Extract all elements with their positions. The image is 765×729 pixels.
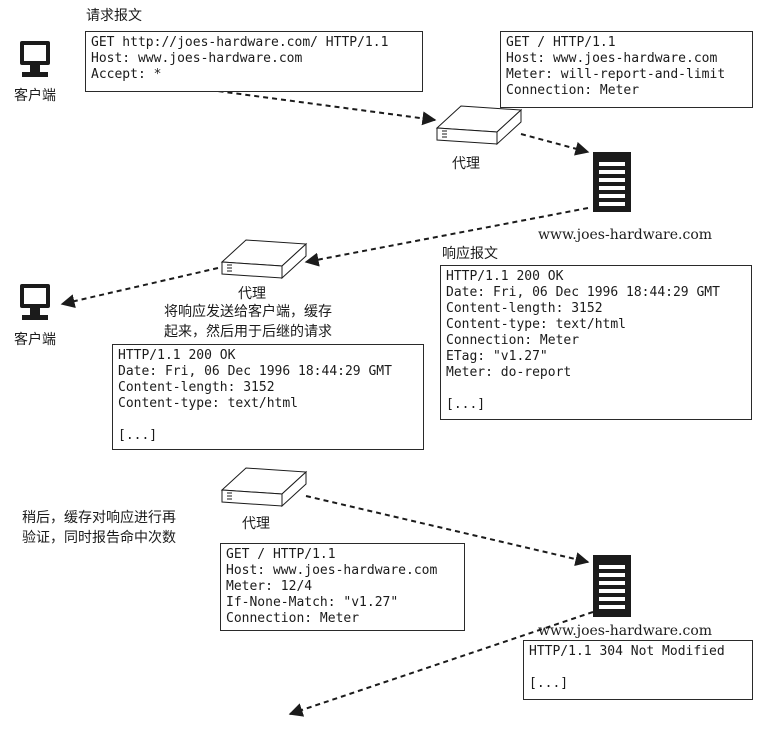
revalidate-note-line-2: 验证，同时报告命中次数 bbox=[22, 530, 176, 546]
flow-arrow-server-to-proxy bbox=[304, 207, 589, 267]
client-computer-icon bbox=[20, 41, 50, 77]
message-line: GET / HTTP/1.1 bbox=[226, 547, 336, 562]
client-label: 客户端 bbox=[14, 88, 56, 104]
cache-note-line-1: 将响应发送给客户端，缓存 bbox=[164, 304, 332, 320]
client-response-message: HTTP/1.1 200 OK Date: Fri, 06 Dec 1996 1… bbox=[112, 344, 424, 450]
proxy-device-icon bbox=[220, 467, 308, 508]
proxy-label: 代理 bbox=[238, 286, 266, 302]
web-server-icon bbox=[593, 555, 631, 617]
message-line: Date: Fri, 06 Dec 1996 18:44:29 GMT bbox=[446, 285, 720, 300]
message-line: If-None-Match: "v1.27" bbox=[226, 595, 399, 610]
message-line: [...] bbox=[529, 676, 569, 691]
message-line: HTTP/1.1 304 Not Modified bbox=[529, 644, 725, 659]
message-line: [...] bbox=[446, 397, 486, 412]
server-hostname-label: www.joes-hardware.com bbox=[538, 623, 713, 639]
flow-arrow-proxy-to-server-revalidate bbox=[305, 495, 590, 566]
request-message-title: 请求报文 bbox=[86, 8, 142, 24]
message-line: GET / HTTP/1.1 bbox=[506, 35, 616, 50]
message-line: [...] bbox=[118, 428, 158, 443]
message-line: GET http://joes-hardware.com/ HTTP/1.1 bbox=[91, 35, 389, 50]
proxy-request-message: GET / HTTP/1.1 Host: www.joes-hardware.c… bbox=[500, 31, 753, 108]
message-line: Connection: Meter bbox=[446, 333, 580, 348]
message-line: Accept: * bbox=[91, 67, 162, 82]
message-line: ETag: "v1.27" bbox=[446, 349, 548, 364]
response-message-title: 响应报文 bbox=[442, 246, 498, 262]
proxy-device-icon bbox=[435, 105, 523, 146]
revalidate-note-line-1: 稍后，缓存对响应进行再 bbox=[22, 510, 176, 526]
web-server-icon bbox=[593, 152, 631, 212]
message-line: Host: www.joes-hardware.com bbox=[226, 563, 438, 578]
message-line: Content-length: 3152 bbox=[446, 301, 603, 316]
message-line: Meter: will-report-and-limit bbox=[506, 67, 726, 82]
message-line: Host: www.joes-hardware.com bbox=[506, 51, 718, 66]
message-line: Meter: 12/4 bbox=[226, 579, 313, 594]
message-line: Date: Fri, 06 Dec 1996 18:44:29 GMT bbox=[118, 364, 392, 379]
message-line bbox=[446, 381, 746, 397]
message-line: Meter: do-report bbox=[446, 365, 572, 380]
message-line: Content-length: 3152 bbox=[118, 380, 275, 395]
server-response-message: HTTP/1.1 200 OK Date: Fri, 06 Dec 1996 1… bbox=[440, 265, 752, 420]
proxy-label: 代理 bbox=[452, 156, 480, 172]
message-line: Connection: Meter bbox=[506, 83, 640, 98]
proxy-device-icon bbox=[220, 239, 308, 280]
message-line bbox=[529, 660, 747, 676]
client-request-message: GET http://joes-hardware.com/ HTTP/1.1 H… bbox=[85, 31, 423, 92]
message-line: Content-type: text/html bbox=[446, 317, 627, 332]
client-computer-icon bbox=[20, 284, 50, 320]
flow-arrow-proxy-to-client bbox=[60, 267, 219, 308]
cache-note-line-2: 起来，然后用于后继的请求 bbox=[164, 324, 332, 340]
flow-arrow-proxy-to-server bbox=[520, 133, 590, 156]
message-line: Content-type: text/html bbox=[118, 396, 299, 411]
not-modified-response-message: HTTP/1.1 304 Not Modified [...] bbox=[523, 640, 753, 700]
message-line: Connection: Meter bbox=[226, 611, 360, 626]
server-hostname-label: www.joes-hardware.com bbox=[538, 227, 713, 243]
message-line bbox=[118, 412, 418, 428]
revalidate-request-message: GET / HTTP/1.1 Host: www.joes-hardware.c… bbox=[220, 543, 465, 631]
message-line: HTTP/1.1 200 OK bbox=[446, 269, 564, 284]
message-line: Host: www.joes-hardware.com bbox=[91, 51, 303, 66]
proxy-label: 代理 bbox=[242, 516, 270, 532]
message-line: HTTP/1.1 200 OK bbox=[118, 348, 236, 363]
client-label: 客户端 bbox=[14, 332, 56, 348]
